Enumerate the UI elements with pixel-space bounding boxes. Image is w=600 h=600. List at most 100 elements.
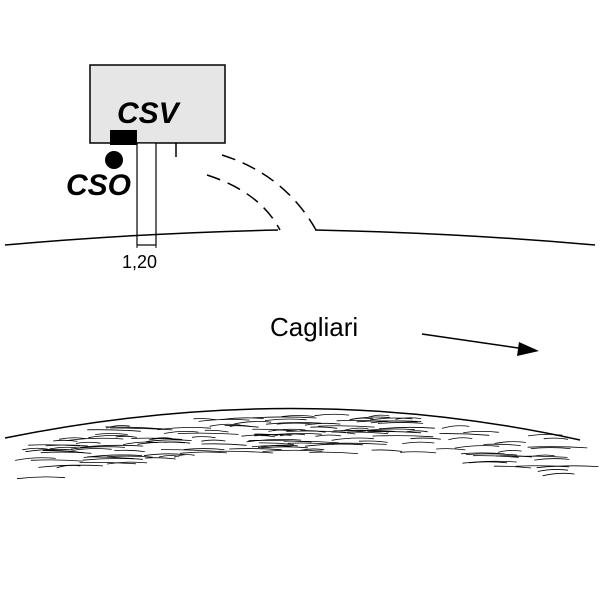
hatch-stroke: [463, 430, 499, 433]
hatch-stroke: [25, 448, 74, 453]
narrow-path: [136, 142, 157, 246]
hatch-stroke: [106, 455, 153, 458]
direction-label: Cagliari: [270, 312, 358, 342]
hatch-stroke: [105, 425, 130, 429]
hatch-stroke: [201, 439, 226, 442]
hatch-stroke: [114, 449, 145, 452]
road-edge-far: [4, 407, 581, 441]
hatch-stroke: [355, 429, 389, 433]
hatch-stroke: [268, 428, 306, 432]
dimension-label: 1,20: [122, 252, 157, 272]
road-edge-left: [4, 229, 279, 246]
hatch-stroke: [191, 436, 216, 439]
hatch-stroke: [527, 433, 563, 437]
hatch-stroke: [72, 448, 112, 451]
hatch-stroke: [357, 428, 415, 432]
hatch-stroke: [286, 430, 346, 433]
hatch-stroke: [315, 434, 342, 437]
hatch-stroke: [75, 441, 101, 444]
hatch-stroke: [493, 465, 532, 469]
hatch-stroke: [201, 443, 247, 446]
hatch-stroke: [344, 427, 369, 431]
hatch-stroke: [209, 423, 241, 427]
hatch-stroke: [248, 440, 312, 443]
hatch-stroke: [468, 461, 508, 464]
hatch-stroke: [15, 457, 56, 461]
point-label: CSO: [66, 169, 131, 202]
hatching-texture: [15, 413, 599, 480]
hatch-stroke: [527, 446, 588, 449]
hatch-stroke: [233, 421, 272, 425]
direction-arrow-line: [421, 333, 526, 350]
hatch-stroke: [369, 417, 413, 421]
hatch-stroke: [87, 429, 141, 432]
hatch-stroke: [264, 418, 307, 421]
hatch-stroke: [45, 444, 89, 447]
hatch-stroke: [218, 450, 273, 454]
hatch-stroke: [67, 437, 124, 441]
hatch-stroke: [336, 419, 388, 422]
hatch-stroke: [436, 448, 466, 451]
hatch-stroke: [356, 420, 418, 423]
hatch-stroke: [537, 469, 569, 472]
hatch-stroke: [497, 449, 522, 453]
hatch-stroke: [377, 422, 424, 424]
hatch-stroke: [177, 432, 239, 435]
hatch-stroke: [372, 435, 434, 438]
hatch-stroke: [347, 431, 388, 435]
hatch-stroke: [461, 452, 505, 455]
hatch-stroke: [38, 464, 103, 468]
hatch-stroke: [530, 447, 571, 449]
hatch-stroke: [53, 439, 78, 442]
hatch-stroke: [173, 454, 195, 458]
hatch-stroke: [115, 435, 137, 438]
hatch-stroke: [70, 446, 125, 450]
hatch-stroke: [439, 433, 490, 436]
hatch-stroke: [143, 453, 186, 457]
hatch-stroke: [42, 449, 79, 453]
hatch-stroke: [454, 445, 500, 449]
hatch-stroke: [261, 433, 322, 437]
hatch-stroke: [28, 444, 81, 447]
hatch-stroke: [287, 442, 334, 445]
hatch-stroke: [204, 429, 229, 433]
dashed-access-outer: [221, 154, 317, 231]
hatch-stroke: [137, 441, 185, 445]
hatch-stroke: [473, 455, 519, 458]
hatch-stroke: [87, 456, 134, 460]
hatch-stroke: [494, 441, 526, 444]
hatch-stroke: [304, 422, 341, 426]
hatch-stroke: [318, 425, 375, 428]
hatch-stroke: [105, 426, 164, 430]
hatch-stroke: [82, 458, 143, 461]
hatch-stroke: [261, 446, 308, 449]
hatch-stroke: [410, 437, 441, 440]
hatch-stroke: [146, 439, 192, 443]
hatch-stroke: [483, 443, 521, 446]
hatch-stroke: [371, 449, 402, 452]
hatch-stroke: [164, 430, 199, 434]
hatch-stroke: [325, 442, 387, 445]
hatch-stroke: [515, 465, 570, 468]
hatch-stroke: [95, 433, 128, 435]
hatch-stroke: [300, 448, 325, 451]
hatch-stroke: [160, 449, 220, 452]
hatch-stroke: [258, 442, 295, 445]
hatch-stroke: [229, 448, 282, 451]
building-label: CSV: [117, 97, 182, 130]
hatch-stroke: [536, 465, 599, 469]
hatch-stroke: [314, 413, 350, 417]
hatch-stroke: [262, 449, 323, 452]
hatch-stroke: [331, 437, 374, 441]
hatch-stroke: [80, 444, 144, 448]
hatch-stroke: [402, 441, 435, 444]
hatch-stroke: [281, 415, 315, 417]
hatch-stroke: [16, 476, 66, 480]
hatch-stroke: [224, 425, 259, 428]
hatch-stroke: [543, 437, 569, 440]
hatch-stroke: [368, 414, 390, 418]
hatch-stroke: [254, 435, 276, 438]
hatch-stroke: [40, 451, 92, 454]
hatch-stroke: [511, 455, 568, 458]
